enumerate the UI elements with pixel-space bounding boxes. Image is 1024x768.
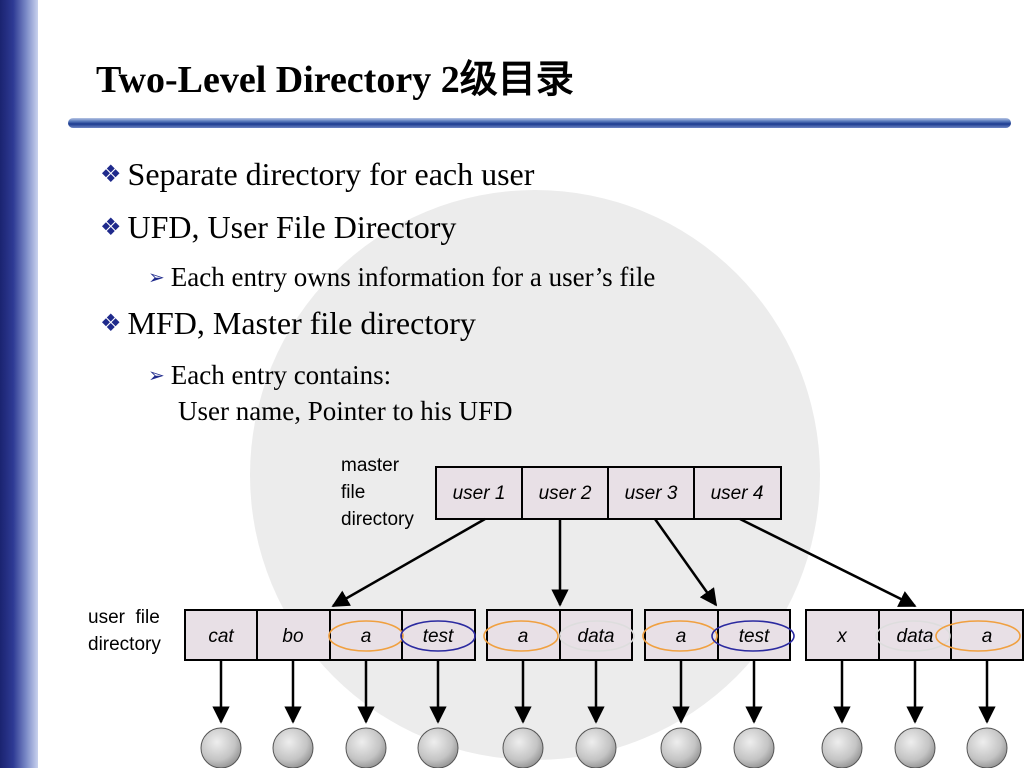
file-node-circle <box>200 727 242 768</box>
pointer-arrow-user-3 <box>653 518 718 607</box>
title-divider <box>68 118 1011 128</box>
file-node-circle <box>660 727 702 768</box>
mfd-cell-user-1 <box>435 466 523 520</box>
master-label-line-2: file <box>341 482 365 503</box>
bullet-text: Separate directory for each user <box>127 156 535 192</box>
orange-highlight-oval <box>328 620 404 652</box>
orange-highlight-oval <box>642 620 718 652</box>
ufd-entry: a <box>361 626 372 647</box>
file-node-circle <box>345 727 387 768</box>
white-highlight-oval <box>559 620 635 652</box>
orange-highlight-oval <box>483 620 559 652</box>
file-node-circle <box>821 727 863 768</box>
pointer-arrow-user-4 <box>739 517 917 608</box>
ufd-entry: bo <box>282 626 303 647</box>
master-file-directory-row: user 1 user 2 user 3 user 4 <box>435 466 782 520</box>
navy-highlight-oval <box>711 620 795 652</box>
diamond-bullet-icon: ❖ <box>100 162 122 188</box>
ufd-entry: data <box>897 626 934 647</box>
file-node-circle <box>502 727 544 768</box>
sub-bullet-ufd-entry: ➢Each entry owns information for a user’… <box>148 262 655 293</box>
mfd-cell-user-2 <box>521 466 609 520</box>
ufd-cell <box>256 609 331 661</box>
ufd-entry: test <box>739 626 770 647</box>
file-node-circle <box>894 727 936 768</box>
mfd-cell-user-3 <box>607 466 695 520</box>
bullet-text: UFD, User File Directory <box>127 209 457 245</box>
page-title: Two-Level Directory 2级目录 <box>96 59 574 101</box>
left-decorative-bar <box>0 0 38 768</box>
ufd-cell <box>717 609 791 661</box>
ufd-cell <box>950 609 1024 661</box>
mfd-entry-user-3: user 3 <box>625 483 678 504</box>
file-node-circle <box>417 727 459 768</box>
file-node-circle <box>272 727 314 768</box>
file-node-circle <box>733 727 775 768</box>
ufd-entry: test <box>423 626 454 647</box>
mfd-entry-user-4: user 4 <box>711 483 764 504</box>
ufd-entry: a <box>982 626 993 647</box>
file-pointer-arrows <box>212 660 996 724</box>
ufd-entry: data <box>578 626 615 647</box>
ufd-entry: a <box>518 626 529 647</box>
ufd-user-4: x data a <box>805 609 1024 661</box>
sub-bullet-continuation: User name, Pointer to his UFD <box>178 396 513 426</box>
ufd-entry: cat <box>208 626 234 647</box>
bullet-text: Each entry contains: <box>170 360 392 390</box>
arrow-bullet-icon: ➢ <box>148 267 165 289</box>
bullet-text: MFD, Master file directory <box>127 305 476 341</box>
ufd-user-1: cat bo a test <box>184 609 476 661</box>
diamond-bullet-icon: ❖ <box>100 311 122 337</box>
ufd-entry: x <box>836 626 848 647</box>
diamond-bullet-icon: ❖ <box>100 215 122 241</box>
ufd-entry: a <box>676 626 687 647</box>
mfd-entry-user-1: user 1 <box>453 483 506 504</box>
file-nodes <box>200 727 1008 768</box>
white-highlight-oval <box>875 620 951 652</box>
highlight-ovals <box>328 620 1021 652</box>
arrow-bullet-icon: ➢ <box>148 365 165 387</box>
pointer-arrow-user-1 <box>331 517 486 608</box>
master-label-line-1: master <box>341 455 400 476</box>
ufd-label-line-1: user file <box>88 607 160 628</box>
mfd-cell-user-4 <box>693 466 782 520</box>
sub-bullet-mfd-entry: ➢Each entry contains: <box>148 360 391 391</box>
master-label-line-3: directory <box>341 509 414 530</box>
bullet-ufd: ❖UFD, User File Directory <box>100 209 456 246</box>
bullet-mfd: ❖MFD, Master file directory <box>100 305 476 342</box>
bullet-text: Each entry owns information for a user’s… <box>170 262 656 292</box>
navy-highlight-oval <box>400 620 476 652</box>
mfd-entry-user-2: user 2 <box>539 483 592 504</box>
file-node-circle <box>966 727 1008 768</box>
ufd-label-line-2: directory <box>88 634 161 655</box>
bullet-separate-directory: ❖Separate directory for each user <box>100 156 534 193</box>
file-node-circle <box>575 727 617 768</box>
orange-highlight-oval <box>935 620 1021 652</box>
